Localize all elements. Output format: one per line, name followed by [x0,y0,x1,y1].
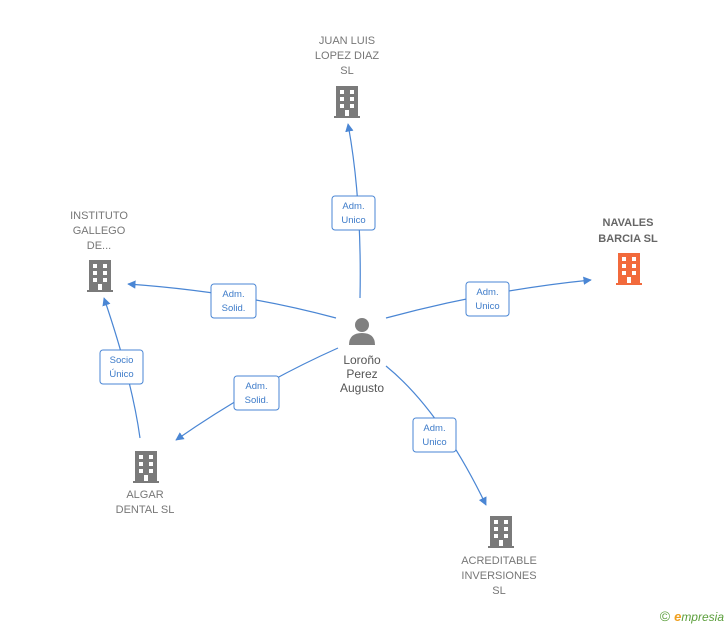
footer-brand: ©empresia [660,608,724,624]
person-icon [349,318,375,345]
center-node[interactable]: Loroño Perez Augusto [340,318,384,395]
svg-text:BARCIA SL: BARCIA SL [598,233,658,245]
node-juan[interactable]: JUAN LUIS LOPEZ DIAZ SL [315,35,379,118]
svg-text:Loroño: Loroño [343,353,381,367]
svg-text:Adm.: Adm. [342,201,364,212]
svg-text:ALGAR: ALGAR [126,489,163,501]
svg-text:DENTAL SL: DENTAL SL [116,504,175,516]
svg-text:Augusto: Augusto [340,381,384,395]
svg-text:Unico: Unico [422,437,446,448]
svg-text:Solid.: Solid. [245,395,269,406]
edge-label-navales[interactable]: Adm. Unico [465,281,510,317]
building-icon [616,253,642,285]
edge-label-juan[interactable]: Adm. Unico [331,195,376,231]
svg-text:INSTITUTO: INSTITUTO [70,210,128,222]
copyright-icon: © [659,608,671,624]
svg-text:LOPEZ DIAZ: LOPEZ DIAZ [315,50,379,62]
svg-text:Perez: Perez [346,367,377,381]
svg-text:Unico: Unico [475,301,499,312]
svg-text:ACREDITABLE: ACREDITABLE [461,555,537,567]
node-instituto[interactable]: INSTITUTO GALLEGO DE... [70,210,128,292]
building-icon [334,86,360,118]
node-navales[interactable]: NAVALES BARCIA SL [598,217,658,285]
svg-text:NAVALES: NAVALES [603,217,654,229]
svg-text:Adm.: Adm. [245,381,267,392]
svg-text:Adm.: Adm. [476,287,498,298]
svg-text:GALLEGO: GALLEGO [73,225,126,237]
building-icon [488,516,514,548]
svg-text:Unico: Unico [341,215,365,226]
edge-label-instituto[interactable]: Adm. Solid. [210,283,257,319]
svg-text:SL: SL [492,585,505,597]
svg-text:Adm.: Adm. [423,423,445,434]
brand-initial: e [674,609,682,624]
svg-text:Adm.: Adm. [222,289,244,300]
svg-text:Solid.: Solid. [222,303,246,314]
node-acreditable[interactable]: ACREDITABLE INVERSIONES SL [461,516,537,597]
svg-text:SL: SL [340,65,353,77]
svg-text:Único: Único [109,369,133,380]
building-icon [87,260,113,292]
svg-text:JUAN LUIS: JUAN LUIS [319,35,375,47]
edge-label-algar[interactable]: Adm. Solid. [233,375,280,411]
svg-text:DE...: DE... [87,240,111,252]
building-icon [133,451,159,483]
brand-name: mpresia [681,610,724,624]
node-algar[interactable]: ALGAR DENTAL SL [116,451,175,516]
edge-label-acreditable[interactable]: Adm. Unico [412,417,457,453]
edge-label-socio[interactable]: Socio Único [99,349,144,385]
svg-text:INVERSIONES: INVERSIONES [461,570,536,582]
svg-text:Socio: Socio [110,355,134,366]
